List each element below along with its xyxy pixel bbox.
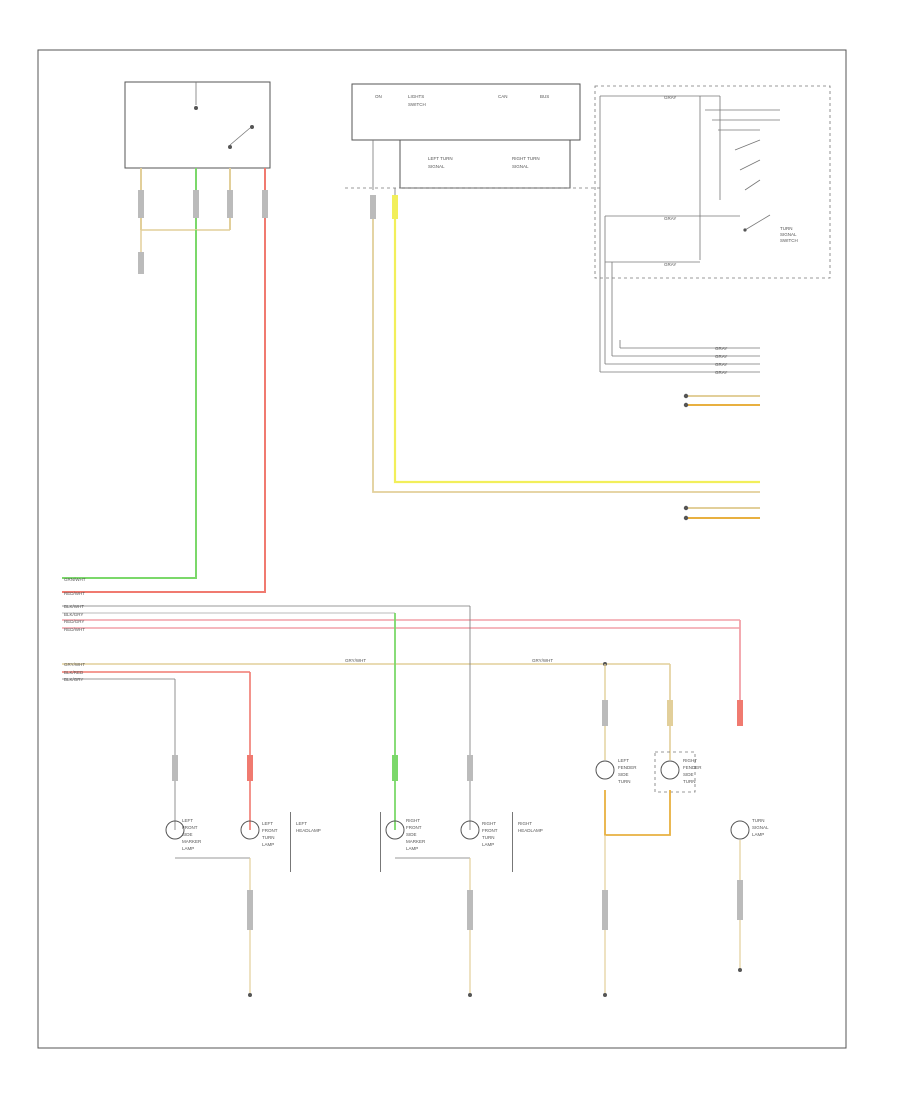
svg-text:SIDE: SIDE [182,832,193,837]
svg-text:TURN: TURN [752,818,765,823]
svg-text:LEFT: LEFT [182,818,193,823]
svg-text:LAMP: LAMP [406,846,418,851]
svg-text:FRONT: FRONT [182,825,198,830]
svg-text:RIGHT: RIGHT [518,821,532,826]
wire-tan-cluster [372,219,760,493]
svg-text:GRAY: GRAY [664,95,676,100]
svg-text:RIGHT: RIGHT [683,758,697,763]
svg-text:FRONT: FRONT [406,825,422,830]
svg-text:GRN/WHT: GRN/WHT [64,577,86,582]
svg-text:RIGHT TURN: RIGHT TURN [512,156,540,161]
svg-text:GRY/WHT: GRY/WHT [532,658,553,663]
svg-text:LAMP: LAMP [182,846,194,851]
svg-text:FRONT: FRONT [262,828,278,833]
svg-text:BLK/GRY: BLK/GRY [64,612,83,617]
turn-signal-switch: GRAY GRAY GRAY TURN SIGNAL SWITCH [594,85,831,279]
svg-text:LAMP: LAMP [752,832,764,837]
svg-text:RED/WHT: RED/WHT [64,591,85,596]
svg-text:BUS: BUS [540,94,549,99]
svg-text:SIGNAL: SIGNAL [428,164,445,169]
svg-text:TURN: TURN [780,226,793,231]
wire-green-hazard [62,230,197,579]
wire-red-hazard [62,230,266,593]
svg-text:TURN: TURN [683,779,696,784]
svg-text:ON: ON [375,94,382,99]
svg-text:TURN: TURN [262,835,275,840]
lower-wire-bus: GRY/WHT BLK/RED BLK/GRY GRY/WHT GRY/WHT [62,658,670,682]
right-turn-indicator-lamp: RIGHT FENDER SIDE TURN [654,751,702,793]
main-wire-bus: GRN/WHT RED/WHT BLK/WHT BLK/GRY RED/GRY … [62,577,740,632]
svg-text:SWITCH: SWITCH [780,238,798,243]
svg-text:MARKER: MARKER [406,839,426,844]
data-link-connector-upper [683,393,760,408]
svg-text:RIGHT: RIGHT [406,818,420,823]
svg-text:LEFT: LEFT [262,821,273,826]
svg-text:LIGHTS: LIGHTS [408,94,424,99]
svg-text:SIGNAL: SIGNAL [780,232,797,237]
svg-text:RED/WHT: RED/WHT [64,627,85,632]
third-brake-lamp: TURN SIGNAL LAMP [730,818,769,840]
hazard-switch [124,81,271,169]
instrument-cluster: ON LIGHTS SWITCH CAN BUS LEFT TURN SIGNA… [345,83,600,189]
svg-text:GRAY: GRAY [715,346,727,351]
svg-text:SIGNAL: SIGNAL [752,825,769,830]
svg-text:GRAY: GRAY [715,354,727,359]
svg-text:GRAY: GRAY [664,216,676,221]
svg-text:SIDE: SIDE [406,832,417,837]
svg-text:GRAY: GRAY [715,370,727,375]
left-turn-indicator-lamp: LEFT FENDER SIDE TURN [595,758,637,784]
svg-text:BLK/GRY: BLK/GRY [64,677,83,682]
svg-text:SIGNAL: SIGNAL [512,164,529,169]
svg-text:FENDER: FENDER [618,765,637,770]
svg-text:GRAY: GRAY [715,362,727,367]
svg-text:RED/GRY: RED/GRY [64,619,84,624]
svg-text:SIDE: SIDE [618,772,629,777]
wire-yellow-cluster [393,219,760,484]
svg-text:MARKER: MARKER [182,839,202,844]
svg-text:LEFT: LEFT [296,821,307,826]
svg-text:SWITCH: SWITCH [408,102,426,107]
svg-text:GRAY: GRAY [664,262,676,267]
diagram-frame [37,49,847,1049]
svg-text:TURN: TURN [618,779,631,784]
svg-text:BLK/RED: BLK/RED [64,670,84,675]
svg-text:GRY/WHT: GRY/WHT [64,662,85,667]
svg-text:LEFT TURN: LEFT TURN [428,156,453,161]
svg-text:FENDER: FENDER [683,765,702,770]
left-front-parking-lamp: LEFT FRONT SIDE MARKER LAMP [165,818,250,859]
svg-text:RIGHT: RIGHT [482,821,496,826]
svg-text:CAN: CAN [498,94,508,99]
hazard-connectors [138,168,268,274]
svg-text:LAMP: LAMP [482,842,494,847]
right-front-turn-lamp: RIGHT FRONT TURN LAMP RIGHT HEADLAMP [460,812,543,872]
svg-text:TURN: TURN [482,835,495,840]
svg-text:HEADLAMP: HEADLAMP [518,828,543,833]
left-front-turn-lamp: LEFT FRONT TURN LAMP LEFT HEADLAMP [240,812,321,872]
data-link-connector-lower [683,505,760,521]
svg-text:SIDE: SIDE [683,772,694,777]
svg-text:LEFT: LEFT [618,758,629,763]
svg-text:LAMP: LAMP [262,842,274,847]
svg-text:FRONT: FRONT [482,828,498,833]
svg-text:HEADLAMP: HEADLAMP [296,828,321,833]
right-front-parking-lamp: RIGHT FRONT SIDE MARKER LAMP [380,812,470,872]
svg-text:BLK/WHT: BLK/WHT [64,604,84,609]
svg-text:GRY/WHT: GRY/WHT [345,658,366,663]
